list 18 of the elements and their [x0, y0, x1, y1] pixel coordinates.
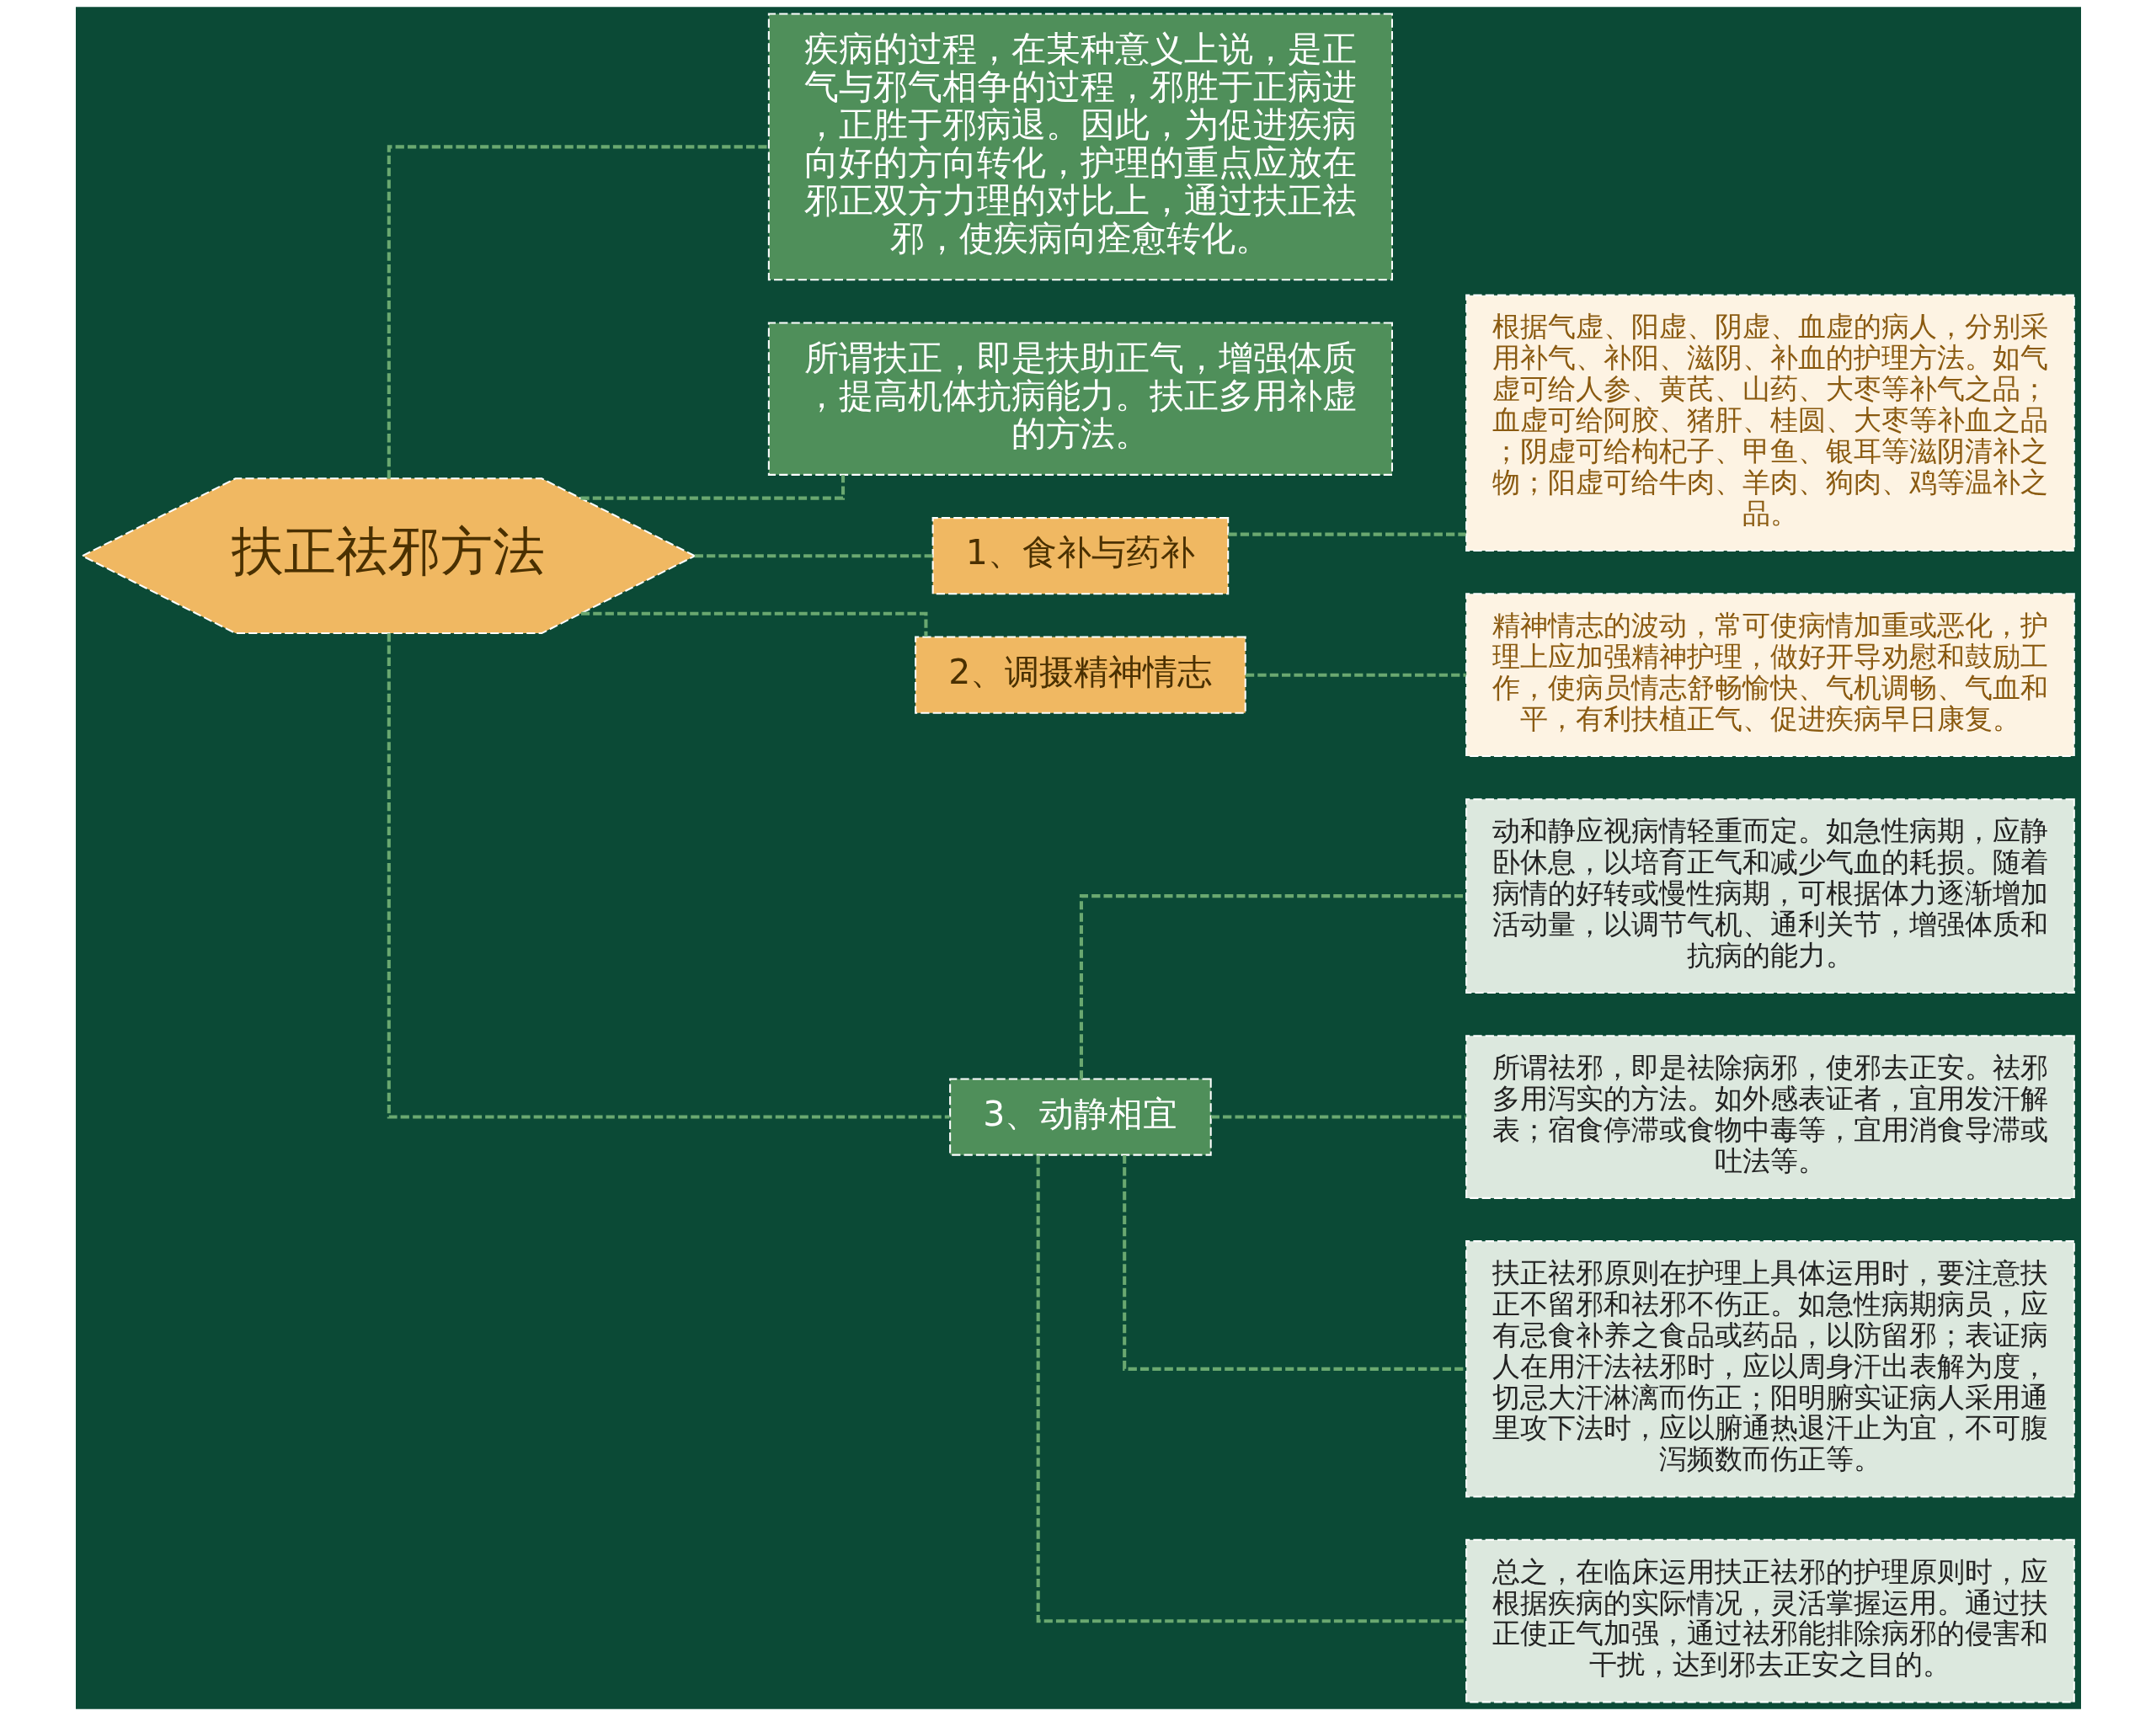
connector [387, 633, 949, 1119]
node-box: 2、调摄精神情志 [914, 636, 1246, 714]
connector [1210, 1115, 1465, 1119]
node-box: 所谓扶正，即是扶助正气，增强体质，提高机体抗病能力。扶正多用补虚的方法。 [767, 322, 1393, 476]
connector [1228, 532, 1465, 536]
node-box: 扶正祛邪原则在护理上具体运用时，要注意扶正不留邪和祛邪不伤正。如急性病期病员，应有忌食补养之食品或药品，以防留邪；表证病人在用汗法祛邪时，应以周身汗出表解为度，切忌大汗淋漓而伤正；阳明腑实证病人采用通里攻下法时，应以腑通热退汗止为宜，不可腹泻频数而伤正等。 [1465, 1240, 2075, 1498]
connector [1036, 1155, 1466, 1623]
node-box: 精神情志的波动，常可使病情加重或恶化，护理上应加强精神护理，做好开导劝慰和鼓励工作，使病员情志舒畅愉快、气机调畅、气血和平，有利扶植正气、促进疾病早日康复。 [1465, 593, 2075, 758]
node-box: 所谓祛邪，即是祛除病邪，使邪去正安。祛邪多用泻实的方法。如外感表证者，宜用发汗解表；宿食停滞或食物中毒等，宜用消食导滞或吐法等。 [1465, 1035, 2075, 1199]
node-box: 动和静应视病情轻重而定。如急性病期，应静卧休息，以培育正气和减少气血的耗损。随着病情的好转或慢性病期，可根据体力逐渐增加活动量，以调节气机、通利关节，增强体质和抗病的能力。 [1465, 798, 2075, 994]
node-box: 3、动静相宜 [948, 1078, 1212, 1156]
connector [387, 145, 769, 479]
node-box: 疾病的过程，在某种意义上说，是正气与邪气相争的过程，邪胜于正病进，正胜于邪病退。因此，为促进疾病向好的方向转化，护理的重点应放在邪正双方力理的对比上，通过扶正祛邪，使疾病向痊愈转化。 [767, 13, 1393, 281]
node-box: 根据气虚、阳虚、阴虚、血虚的病人，分别采用补气、补阳、滋阴、补血的护理方法。如气虚可给人参、黄芪、山药、大枣等补气之品；血虚可给阿胶、猪肝、桂圆、大枣等补血之品；阴虚可给枸杞子、甲鱼、银耳等滋阴清补之物；阳虚可给牛肉、羊肉、狗肉、鸡等温补之品。 [1465, 294, 2075, 552]
connector [1245, 673, 1466, 677]
node-box: 1、食补与药补 [931, 517, 1229, 595]
connector [694, 554, 932, 558]
node-box: 总之，在临床运用扶正祛邪的护理原则时，应根据疾病的实际情况，灵活掌握运用。通过扶正使正气加强，通过祛邪能排除病邪的侵害和干扰，达到邪去正安之目的。 [1465, 1538, 2075, 1703]
